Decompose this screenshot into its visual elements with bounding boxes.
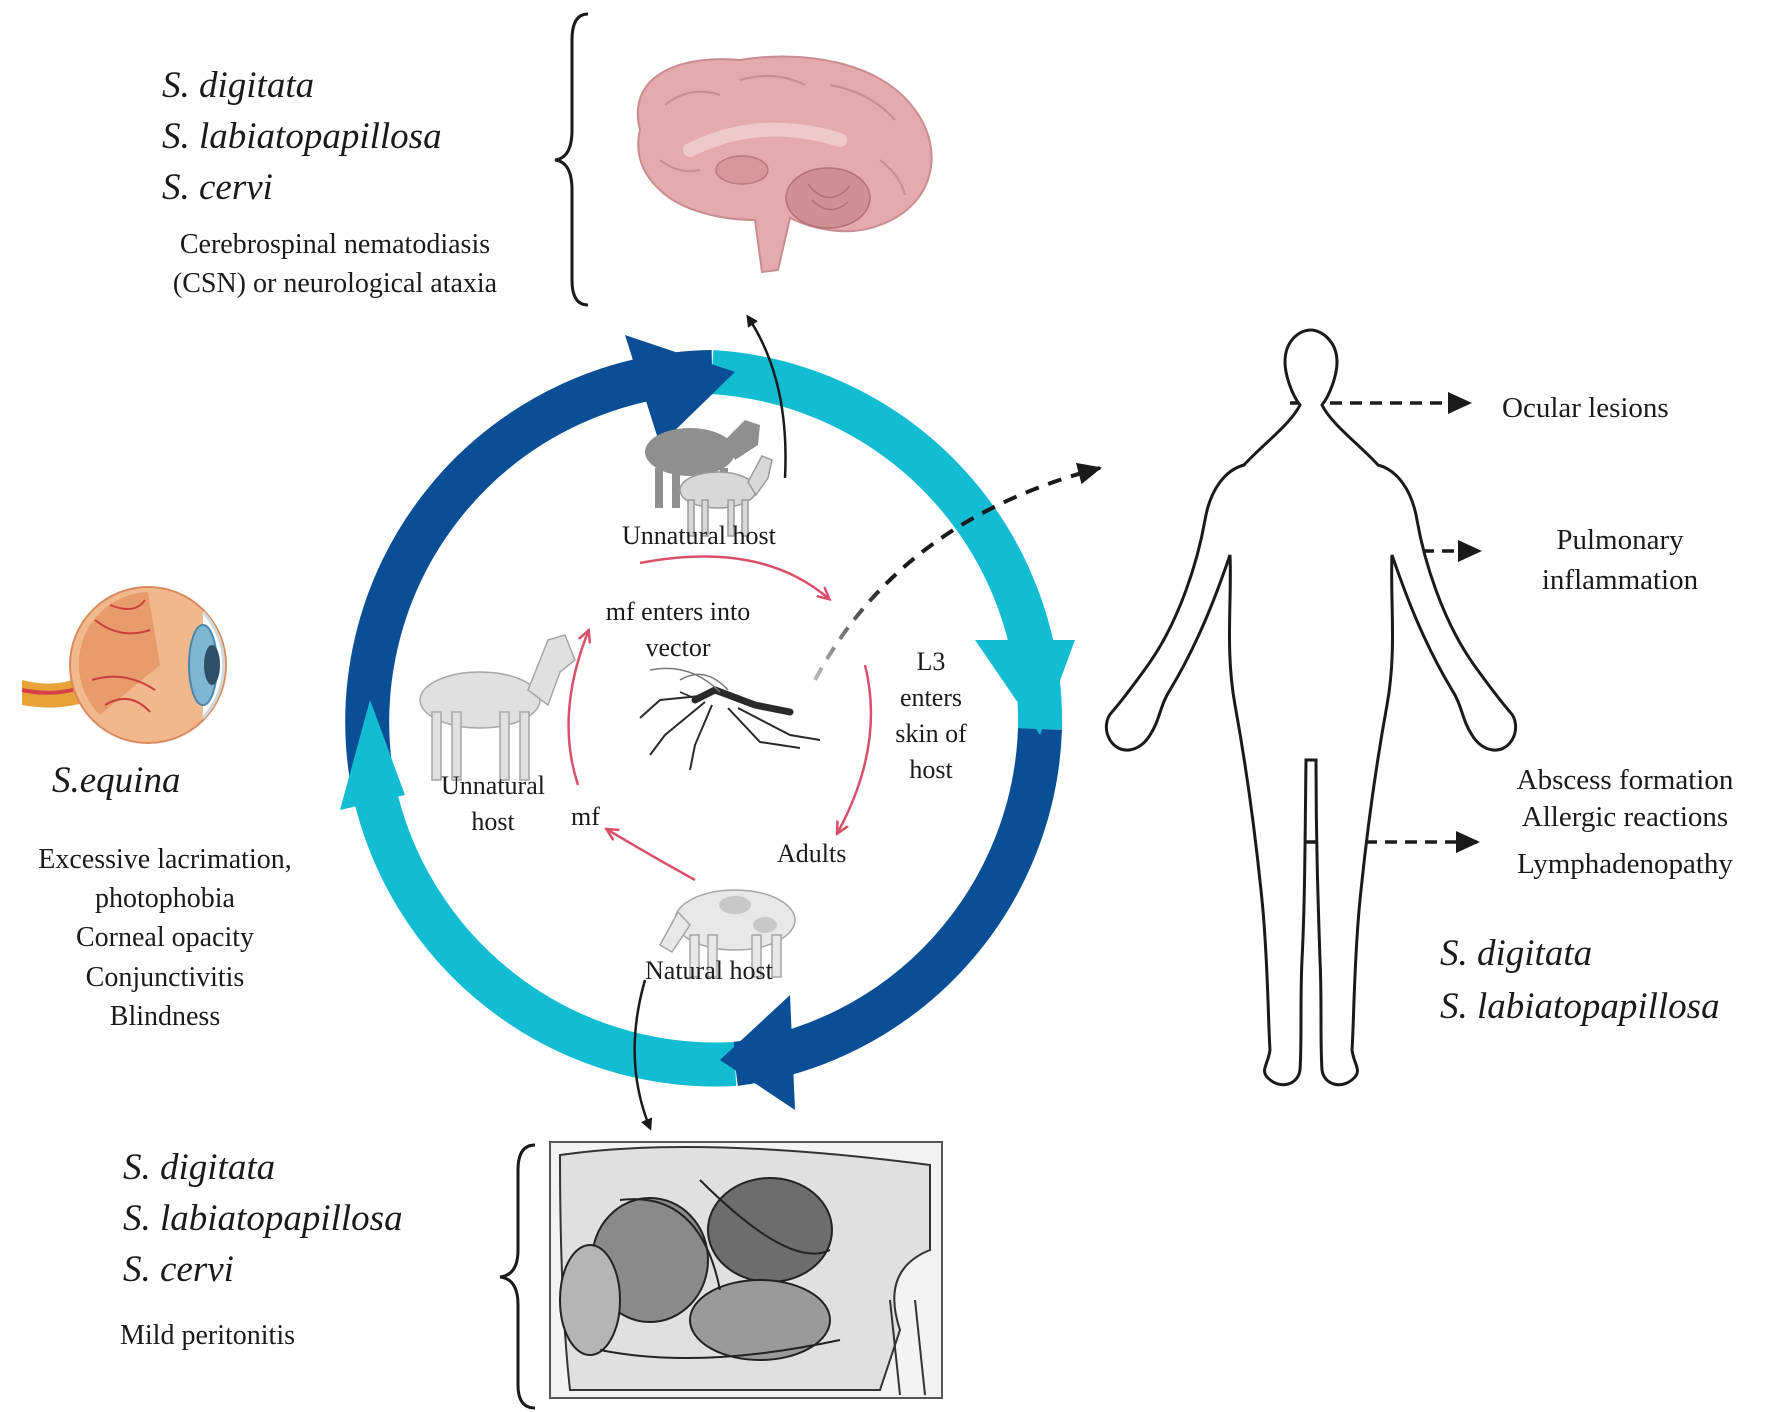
label-natural-host: Natural host: [645, 956, 773, 985]
eye-symptoms: Excessive lacrimation, photophobia Corne…: [0, 840, 330, 1036]
label-l3-line-4: host: [909, 754, 953, 784]
human-pulmonary-line-1: Pulmonary: [1556, 524, 1684, 556]
human-species-list: S. digitata S. labiatopapillosa: [1440, 928, 1720, 1033]
ring-arrowhead-top: [625, 335, 735, 445]
horse-icon: [419, 634, 576, 781]
brain-species-3: S. cervi: [162, 167, 273, 209]
abdomen-species-list: S. digitata S. labiatopapillosa S. cervi: [123, 1142, 403, 1295]
arrow-to-abdomen: [633, 979, 653, 1131]
inner-arrow-right: [838, 664, 873, 832]
eye-symptom-3: Corneal opacity: [75, 922, 255, 954]
brain-disease-line-2: (CSN) or neurological ataxia: [172, 268, 498, 300]
arrow-vector-to-human: [813, 462, 1102, 681]
brain-species-1: S. digitata: [162, 65, 315, 106]
human-pulmonary-line-2: inflammation: [1541, 564, 1699, 597]
eye-symptom-2: photophobia: [95, 883, 235, 915]
brain-species-list: S. digitata S. labiatopapillosa S. cervi: [162, 60, 442, 213]
human-skin-symptoms: Abscess formation Allergic reactions Lym…: [1480, 762, 1770, 883]
abdomen-disease: Mild peritonitis: [120, 1320, 295, 1351]
label-adults: Adults: [777, 839, 847, 868]
label-l3-line-1: L3: [916, 647, 946, 676]
ring-segment-top-left: [345, 350, 713, 789]
abdomen-species-3: S. cervi: [123, 1249, 234, 1291]
cow-icon: [658, 889, 796, 978]
label-mf-enters-line-1: mf enters into: [605, 597, 751, 626]
ring-arrowhead-right: [975, 640, 1075, 735]
ring-segment-bottom-right: [732, 728, 1062, 1086]
label-l3-line-3: skin of: [895, 718, 967, 748]
human-pulmonary-label: Pulmonary inflammation: [1505, 520, 1735, 600]
label-l3-enters-skin: L3 enters skin of host: [876, 644, 986, 788]
ring-arrowhead-bottom: [720, 995, 795, 1110]
ring-segment-bottom-left: [351, 780, 737, 1087]
human-skin-symptom-1: Abscess formation: [1516, 764, 1734, 796]
label-unnatural-host-top: Unnatural host: [622, 521, 776, 550]
label-l3-line-2: enters: [899, 682, 963, 712]
cycle-ring: [340, 335, 1075, 1110]
eye-symptom-4: Conjunctivitis: [85, 961, 245, 993]
label-mf-enters-line-2: vector: [645, 632, 711, 662]
eye-illustration: [21, 586, 227, 744]
eye-symptom-1: Excessive lacrimation,: [38, 844, 292, 875]
human-species-1: S. digitata: [1440, 933, 1593, 974]
label-unnatural-host-left-line-1: Unnatural: [441, 771, 545, 800]
human-silhouette: [1104, 328, 1518, 1087]
brain-species-2: S. labiatopapillosa: [162, 116, 442, 158]
human-skin-symptom-2: Allergic reactions: [1521, 801, 1729, 834]
label-unnatural-host-left-line-2: host: [471, 806, 515, 836]
arrow-to-brain: [746, 314, 787, 479]
inner-arrow-bottom: [608, 830, 696, 882]
abdomen-bracket: [499, 1143, 536, 1410]
mosquito-icon: [639, 667, 821, 771]
abdomen-species-1: S. digitata: [123, 1147, 276, 1188]
brain-illustration: [636, 55, 933, 274]
inner-cycle: [567, 555, 873, 882]
eye-symptom-5: Blindness: [109, 1000, 221, 1032]
ring-arrowhead-left: [340, 700, 405, 810]
brain-disease-line-1: Cerebrospinal nematodiasis: [179, 229, 491, 260]
brain-bracket: [554, 12, 589, 307]
label-mf: mf: [571, 802, 600, 831]
small-horse-icon: [679, 455, 773, 537]
abdomen-illustration: [549, 1141, 943, 1399]
label-unnatural-host-left: Unnatural host: [428, 768, 558, 840]
abdomen-species-2: S. labiatopapillosa: [123, 1198, 403, 1240]
inner-arrow-left: [567, 632, 588, 786]
label-mf-enters-vector: mf enters into vector: [583, 594, 773, 666]
human-species-2: S. labiatopapillosa: [1440, 985, 1720, 1027]
eye-species: S.equina: [52, 760, 181, 801]
human-ocular-label: Ocular lesions: [1502, 392, 1669, 424]
brain-disease: Cerebrospinal nematodiasis (CSN) or neur…: [125, 225, 545, 303]
human-skin-symptom-3: Lymphadenopathy: [1517, 848, 1733, 881]
inner-arrow-top: [639, 555, 828, 598]
